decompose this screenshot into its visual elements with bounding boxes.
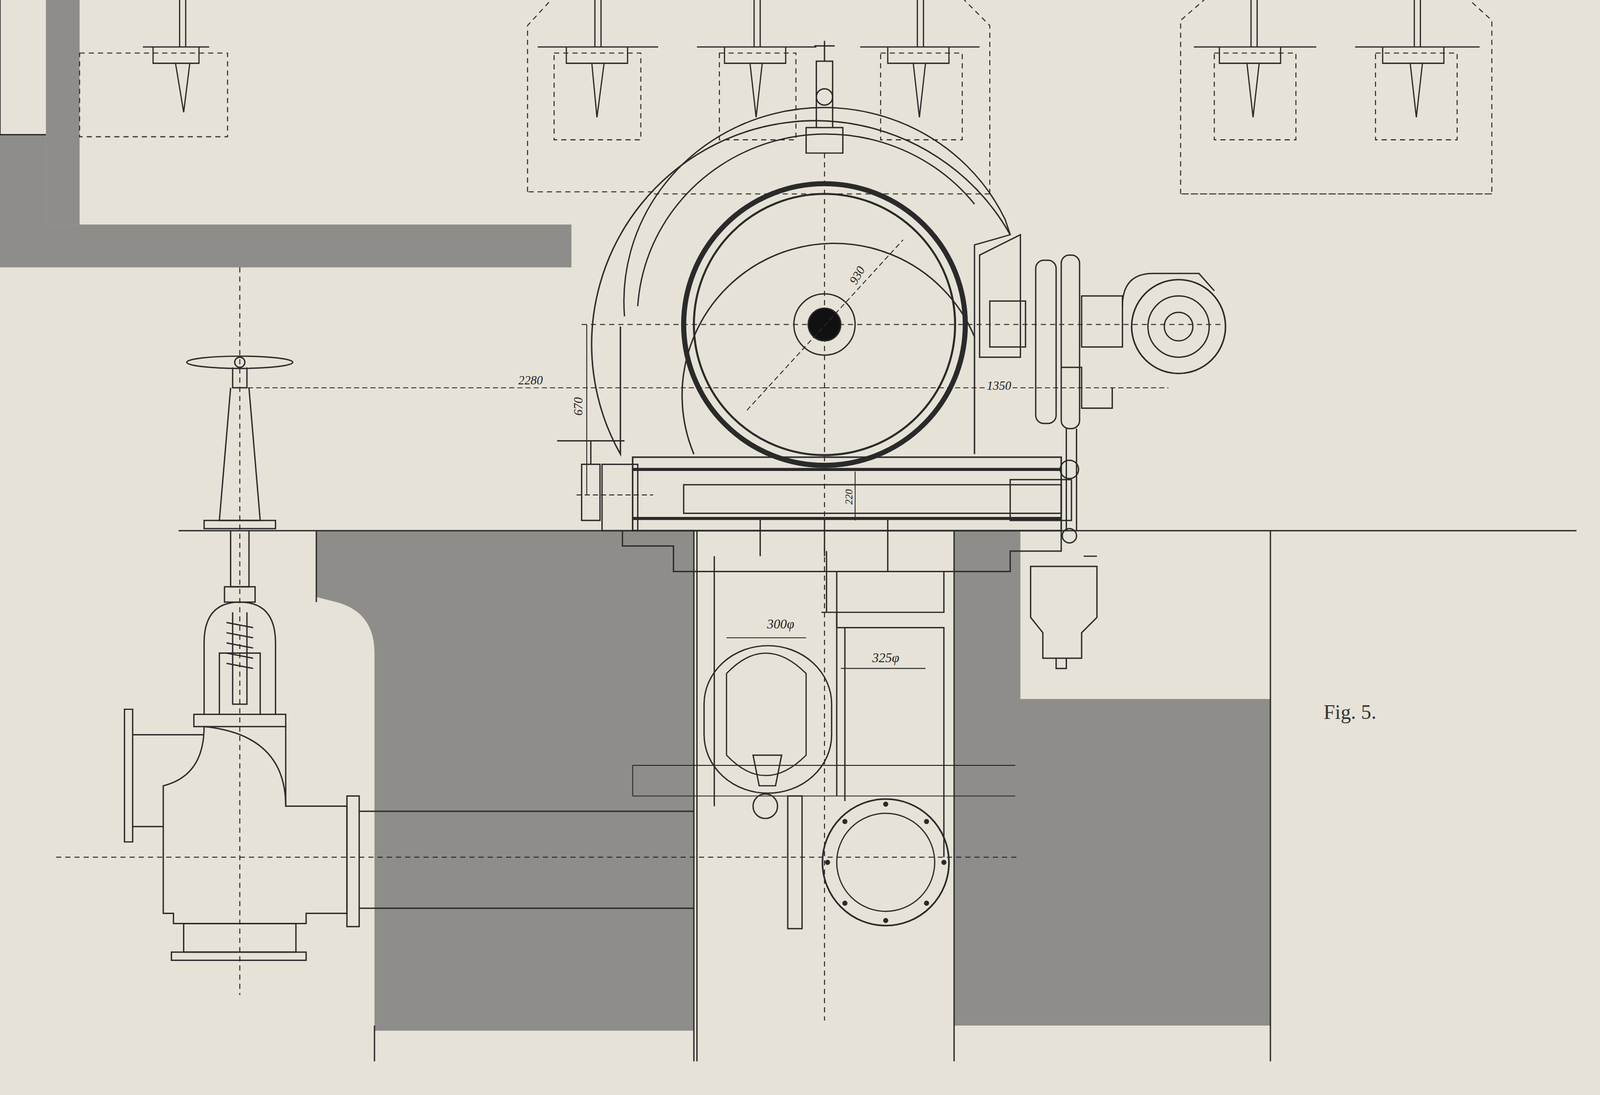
dimension-label: 670 (571, 395, 586, 418)
dimension-label: 1350 (985, 378, 1013, 393)
dimension-label: 300φ (765, 617, 797, 632)
dimension-label: 220 (843, 488, 855, 507)
figure-caption: Fig. 5. (1322, 701, 1378, 724)
dimension-label: 930 (845, 263, 869, 289)
dimension-label: 325φ (870, 650, 901, 666)
dimension-label: 2280 (516, 374, 545, 388)
